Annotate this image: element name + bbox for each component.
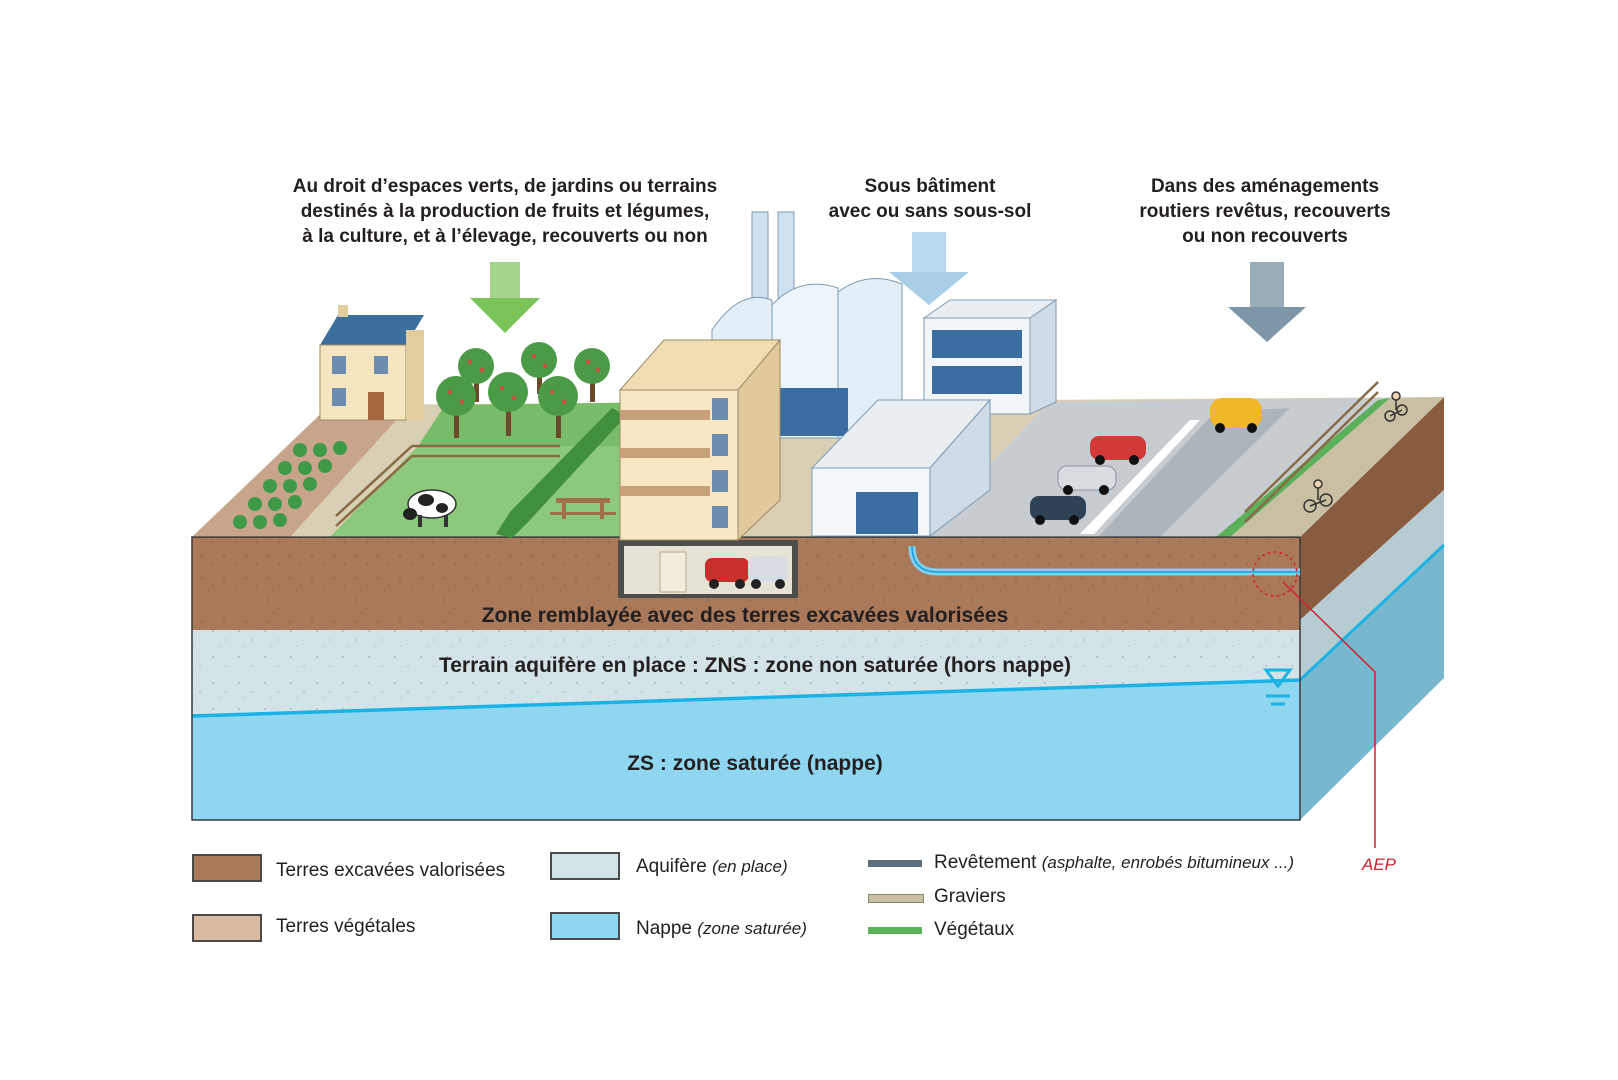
picnic-table [550, 498, 616, 519]
legend-swatch-vegetaux [868, 927, 922, 934]
car-icon [1090, 436, 1146, 465]
car-icon [1057, 465, 1117, 495]
header-green-spaces: Au droit d’espaces verts, de jardins ou … [275, 174, 735, 249]
block-right-face [1298, 397, 1446, 820]
car-icon [1210, 398, 1262, 433]
legend-label-aquifere: Aquifère (en place) [636, 856, 788, 878]
legend-label-vegetaux: Végétaux [934, 919, 1015, 940]
hedge [496, 408, 626, 538]
orchard [436, 342, 610, 438]
legend-revetement-note: (asphalte, enrobés bitumineux ...) [1041, 853, 1295, 872]
legend-swatch-aquifere [550, 852, 620, 880]
tree-icon [458, 348, 494, 402]
legend-swatch-terres-vegetales [192, 914, 262, 942]
apartment-icon [618, 338, 782, 542]
header-road: Dans des aménagements routiers revêtus, … [1120, 174, 1410, 249]
legend-label-terres-vegetales: Terres végétales [276, 916, 416, 937]
cyclist-icon [1303, 479, 1333, 513]
legend-aquifere-text: Aquifère [636, 856, 707, 877]
vegetable-garden [233, 441, 347, 529]
header-building-line-2: avec ou sans sous-sol [828, 201, 1032, 222]
header-road-line-3: ou non recouverts [1182, 226, 1348, 247]
water-table-icon [1263, 668, 1293, 706]
legend-label-graviers: Graviers [934, 886, 1006, 907]
layer-aquifer-zns [192, 630, 1300, 716]
header-building: Sous bâtiment avec ou sans sous-sol [805, 174, 1055, 224]
legend-swatch-graviers [868, 894, 924, 903]
tree-icon [574, 348, 610, 402]
tree-icon [521, 342, 557, 394]
office-icon [922, 299, 1058, 415]
header-road-line-2: routiers revêtus, recouverts [1139, 201, 1391, 222]
header-building-line-1: Sous bâtiment [864, 176, 996, 197]
tree-icon [538, 376, 578, 438]
layer-water-zs [191, 678, 1301, 820]
legend-label-nappe: Nappe (zone saturée) [636, 918, 807, 940]
tree-icon [436, 376, 476, 438]
underground-parking [618, 540, 798, 598]
cyclist-icon [1384, 391, 1408, 422]
legend-swatch-revetement [868, 860, 922, 867]
parking-lot [1030, 398, 1262, 534]
header-green-line-2: destinés à la production de fruits et lé… [300, 201, 710, 222]
legend-nappe-text: Nappe [636, 918, 692, 939]
car-icon [748, 556, 788, 589]
legend-label-revetement: Revêtement (asphalte, enrobés bitumineux… [934, 852, 1294, 874]
car-icon [705, 558, 749, 589]
legend-swatch-terres-excavees [192, 854, 262, 882]
layer-fill-label: Zone remblayée avec des terres excavées … [482, 604, 1009, 627]
aep-label: AEP [1362, 855, 1397, 874]
cow-icon [403, 489, 457, 527]
legend-nappe-note: (zone saturée) [697, 919, 807, 938]
header-road-line-1: Dans des aménagements [1150, 176, 1380, 197]
arrow-green-icon [470, 262, 540, 333]
arrow-slate-icon [1228, 262, 1306, 342]
legend-revetement-text: Revêtement [934, 852, 1037, 873]
fence [335, 381, 1379, 527]
house-icon [319, 305, 424, 421]
car-icon [1030, 496, 1086, 525]
layer-zs-label: ZS : zone saturée (nappe) [627, 752, 883, 775]
legend-label-terres-excavees: Terres excavées valorisées [276, 860, 506, 881]
header-green-line-3: à la culture, et à l’élevage, recouverts… [302, 226, 708, 247]
header-green-line-1: Au droit d’espaces verts, de jardins ou … [292, 176, 718, 197]
commercial-building [810, 398, 992, 538]
arrow-blue-icon [889, 232, 969, 305]
legend-aquifere-note: (en place) [712, 857, 788, 876]
legend-swatch-nappe [550, 912, 620, 940]
layer-zns-label: Terrain aquifère en place : ZNS : zone n… [439, 654, 1071, 677]
tree-icon [488, 372, 528, 436]
